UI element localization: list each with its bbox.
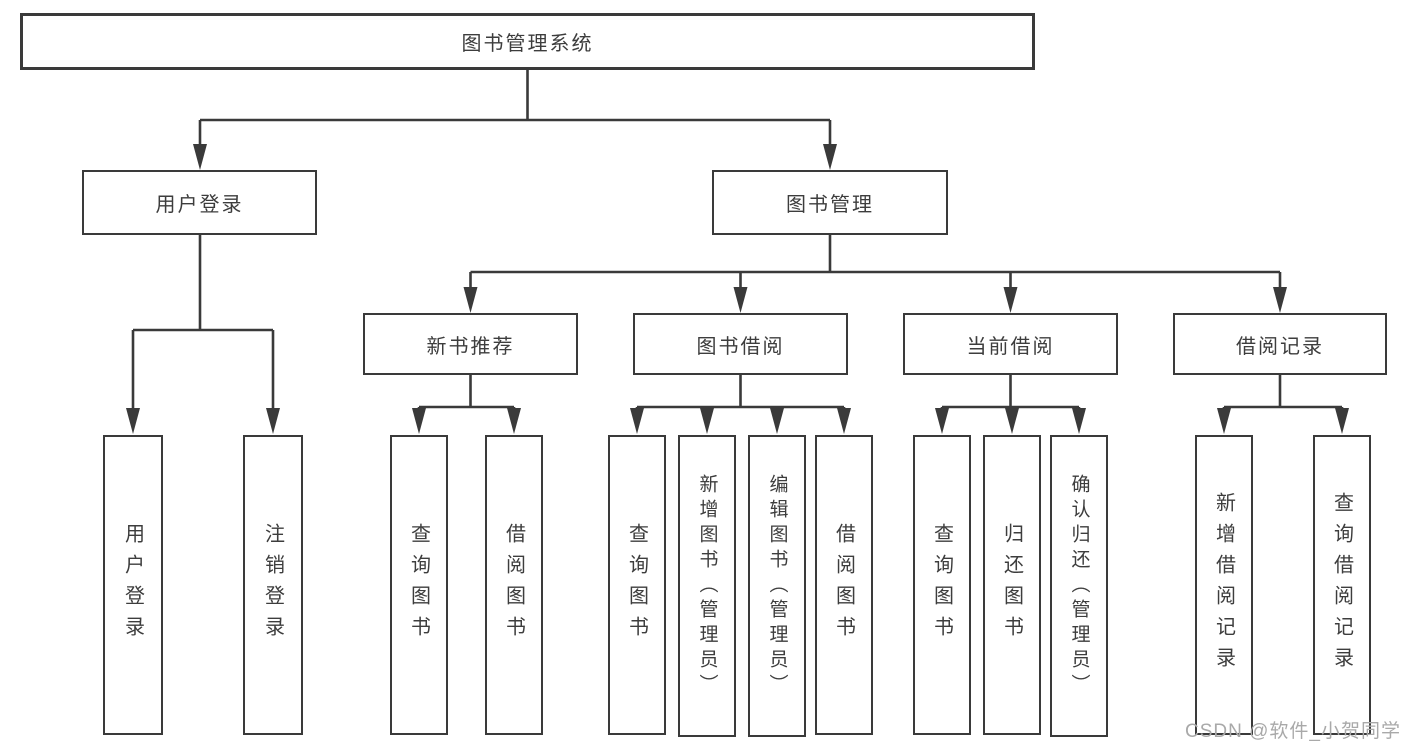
- node-new-book-recommend: 新书推荐: [363, 313, 578, 375]
- node-book-borrowing: 图书借阅: [633, 313, 848, 375]
- arrowhead: [823, 144, 837, 170]
- arrowhead: [507, 408, 521, 434]
- leaf-add-borrow-record-label: 新增借阅记录: [1212, 492, 1235, 678]
- arrowhead: [193, 144, 207, 170]
- leaf-return-book: 归还图书: [983, 435, 1041, 735]
- leaf-query-books-2: 查询图书: [608, 435, 666, 735]
- leaf-query-books-3-label: 查询图书: [930, 523, 953, 647]
- leaf-edit-book-admin-label: 编辑图书（管理员）: [766, 473, 788, 699]
- leaf-return-book-label: 归还图书: [1000, 523, 1023, 647]
- leaf-borrow-books-1-label: 借阅图书: [502, 523, 525, 647]
- arrowhead: [1003, 287, 1018, 313]
- node-current-borrowing: 当前借阅: [903, 313, 1118, 375]
- node-user-login: 用户登录: [82, 170, 317, 235]
- node-new-book-recommend-label: 新书推荐: [426, 335, 515, 358]
- node-borrowing-records: 借阅记录: [1173, 313, 1387, 375]
- leaf-logout: 注销登录: [243, 435, 303, 735]
- node-current-borrowing-label: 当前借阅: [966, 335, 1055, 358]
- leaf-add-borrow-record: 新增借阅记录: [1195, 435, 1253, 735]
- arrowhead: [837, 408, 851, 434]
- arrowhead: [1005, 408, 1019, 434]
- leaf-query-books-1: 查询图书: [390, 435, 448, 735]
- node-book-borrowing-label: 图书借阅: [696, 335, 785, 358]
- arrowhead: [700, 408, 714, 434]
- leaf-query-books-2-label: 查询图书: [625, 523, 648, 647]
- arrowhead: [630, 408, 644, 434]
- leaf-query-borrow-record: 查询借阅记录: [1313, 435, 1371, 735]
- leaf-borrow-books-2: 借阅图书: [815, 435, 873, 735]
- leaf-query-books-3: 查询图书: [913, 435, 971, 735]
- arrowhead: [126, 408, 140, 434]
- leaf-user-login-label: 用户登录: [121, 523, 144, 647]
- leaf-query-borrow-record-label: 查询借阅记录: [1330, 492, 1353, 678]
- leaf-query-books-1-label: 查询图书: [407, 523, 430, 647]
- leaf-confirm-return-admin-label: 确认归还（管理员）: [1068, 473, 1090, 699]
- arrowhead: [935, 408, 949, 434]
- node-root-label: 图书管理系统: [461, 33, 594, 55]
- leaf-add-book-admin-label: 新增图书（管理员）: [696, 473, 718, 699]
- node-borrowing-records-label: 借阅记录: [1236, 335, 1324, 358]
- arrowhead: [412, 408, 426, 434]
- leaf-logout-label: 注销登录: [261, 523, 284, 647]
- leaf-borrow-books-1: 借阅图书: [485, 435, 543, 735]
- leaf-borrow-books-2-label: 借阅图书: [832, 523, 855, 647]
- node-book-management: 图书管理: [712, 170, 948, 235]
- leaf-confirm-return-admin: 确认归还（管理员）: [1050, 435, 1108, 737]
- arrowhead: [770, 408, 784, 434]
- node-book-management-label: 图书管理: [786, 194, 874, 216]
- node-root: 图书管理系统: [20, 13, 1035, 70]
- node-user-login-label: 用户登录: [155, 194, 244, 216]
- leaf-add-book-admin: 新增图书（管理员）: [678, 435, 736, 737]
- arrowhead: [266, 408, 280, 434]
- arrowhead: [1273, 287, 1287, 313]
- leaf-user-login: 用户登录: [103, 435, 163, 735]
- watermark: CSDN @软件_小贺同学: [1185, 721, 1401, 742]
- arrowhead: [1217, 408, 1231, 434]
- arrowhead: [733, 287, 748, 313]
- arrowhead: [463, 287, 478, 313]
- leaf-edit-book-admin: 编辑图书（管理员）: [748, 435, 806, 737]
- arrowhead: [1335, 408, 1349, 434]
- arrowhead: [1072, 408, 1086, 434]
